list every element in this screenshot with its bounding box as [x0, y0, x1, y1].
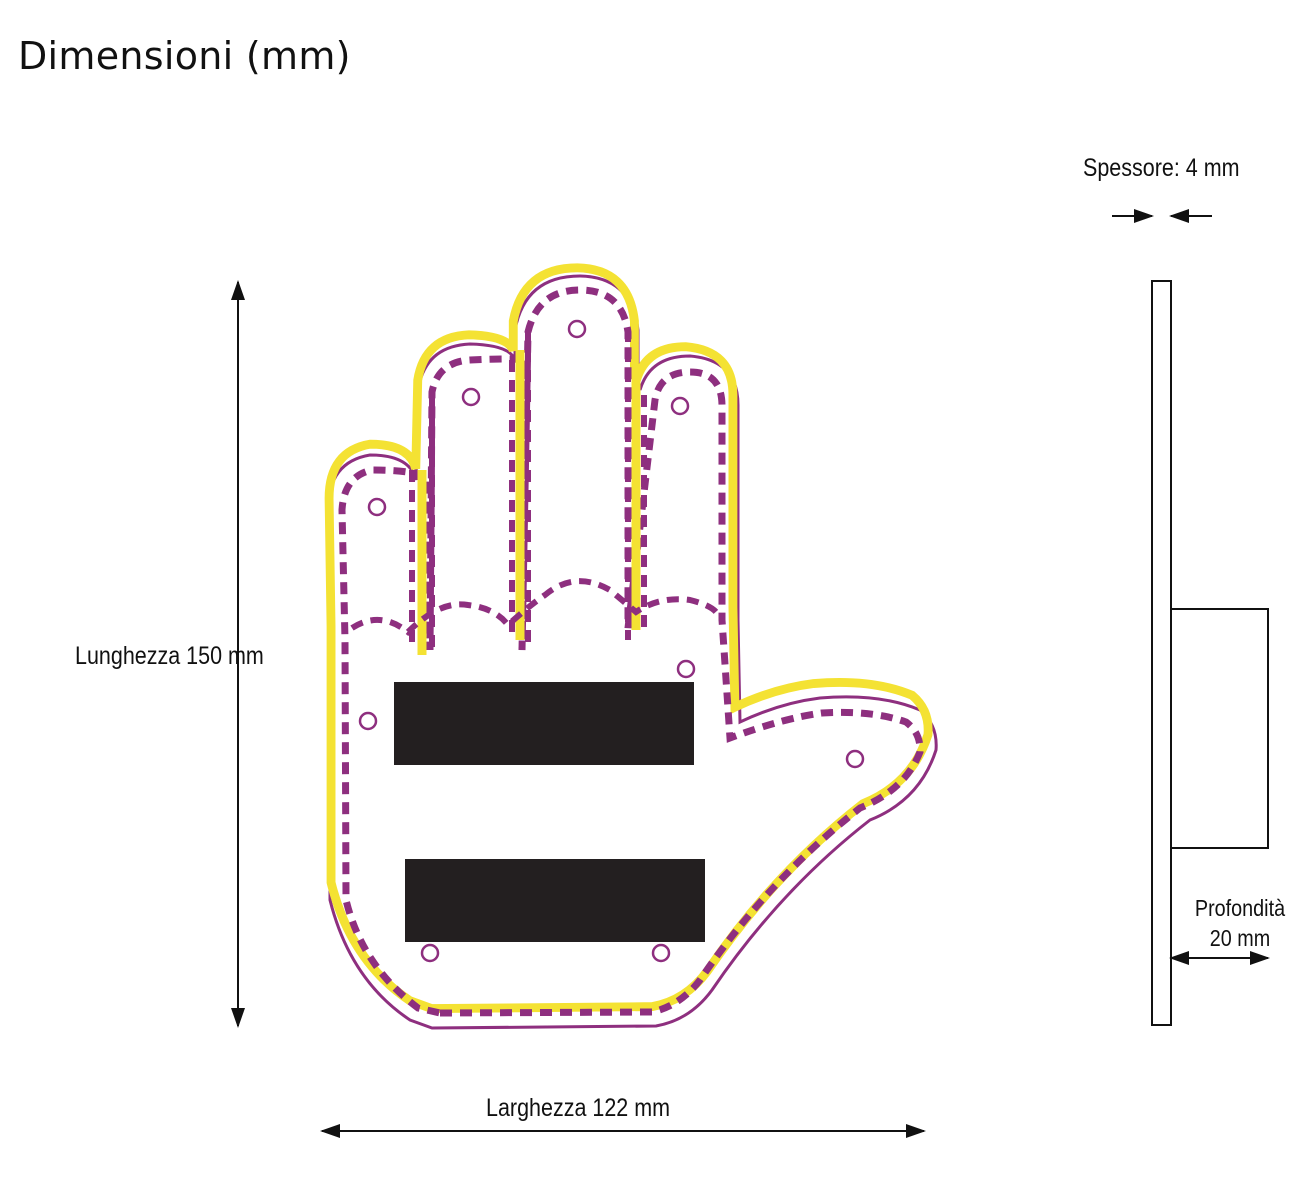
hole — [845, 749, 865, 769]
width-label: Larghezza 122 mm — [486, 1094, 671, 1122]
hand-shape — [324, 263, 938, 1030]
depth-label-line2: 20 mm — [1209, 925, 1271, 951]
hole — [676, 659, 696, 679]
hand-outline — [326, 274, 938, 1030]
hole — [358, 711, 378, 731]
adhesive-pad-bottom — [405, 859, 705, 942]
side-profile — [1151, 280, 1269, 1026]
depth-label: Profondità 20 mm — [1176, 893, 1304, 953]
hole — [461, 387, 481, 407]
knuckle-arcs — [350, 578, 719, 637]
hole — [670, 396, 690, 416]
led-dashed-line — [338, 286, 924, 1017]
hole — [567, 319, 587, 339]
side-bracket — [1171, 608, 1269, 849]
hole — [651, 943, 671, 963]
side-plate — [1151, 280, 1172, 1026]
adhesive-pad-top — [394, 682, 694, 765]
page-title: Dimensioni (mm) — [18, 34, 351, 78]
length-label: Lunghezza 150 mm — [75, 642, 264, 670]
hole — [367, 497, 387, 517]
depth-label-line1: Profondità — [1194, 895, 1286, 921]
hole — [420, 943, 440, 963]
mounting-holes — [358, 319, 865, 963]
thickness-label: Spessore: 4 mm — [1083, 154, 1240, 182]
